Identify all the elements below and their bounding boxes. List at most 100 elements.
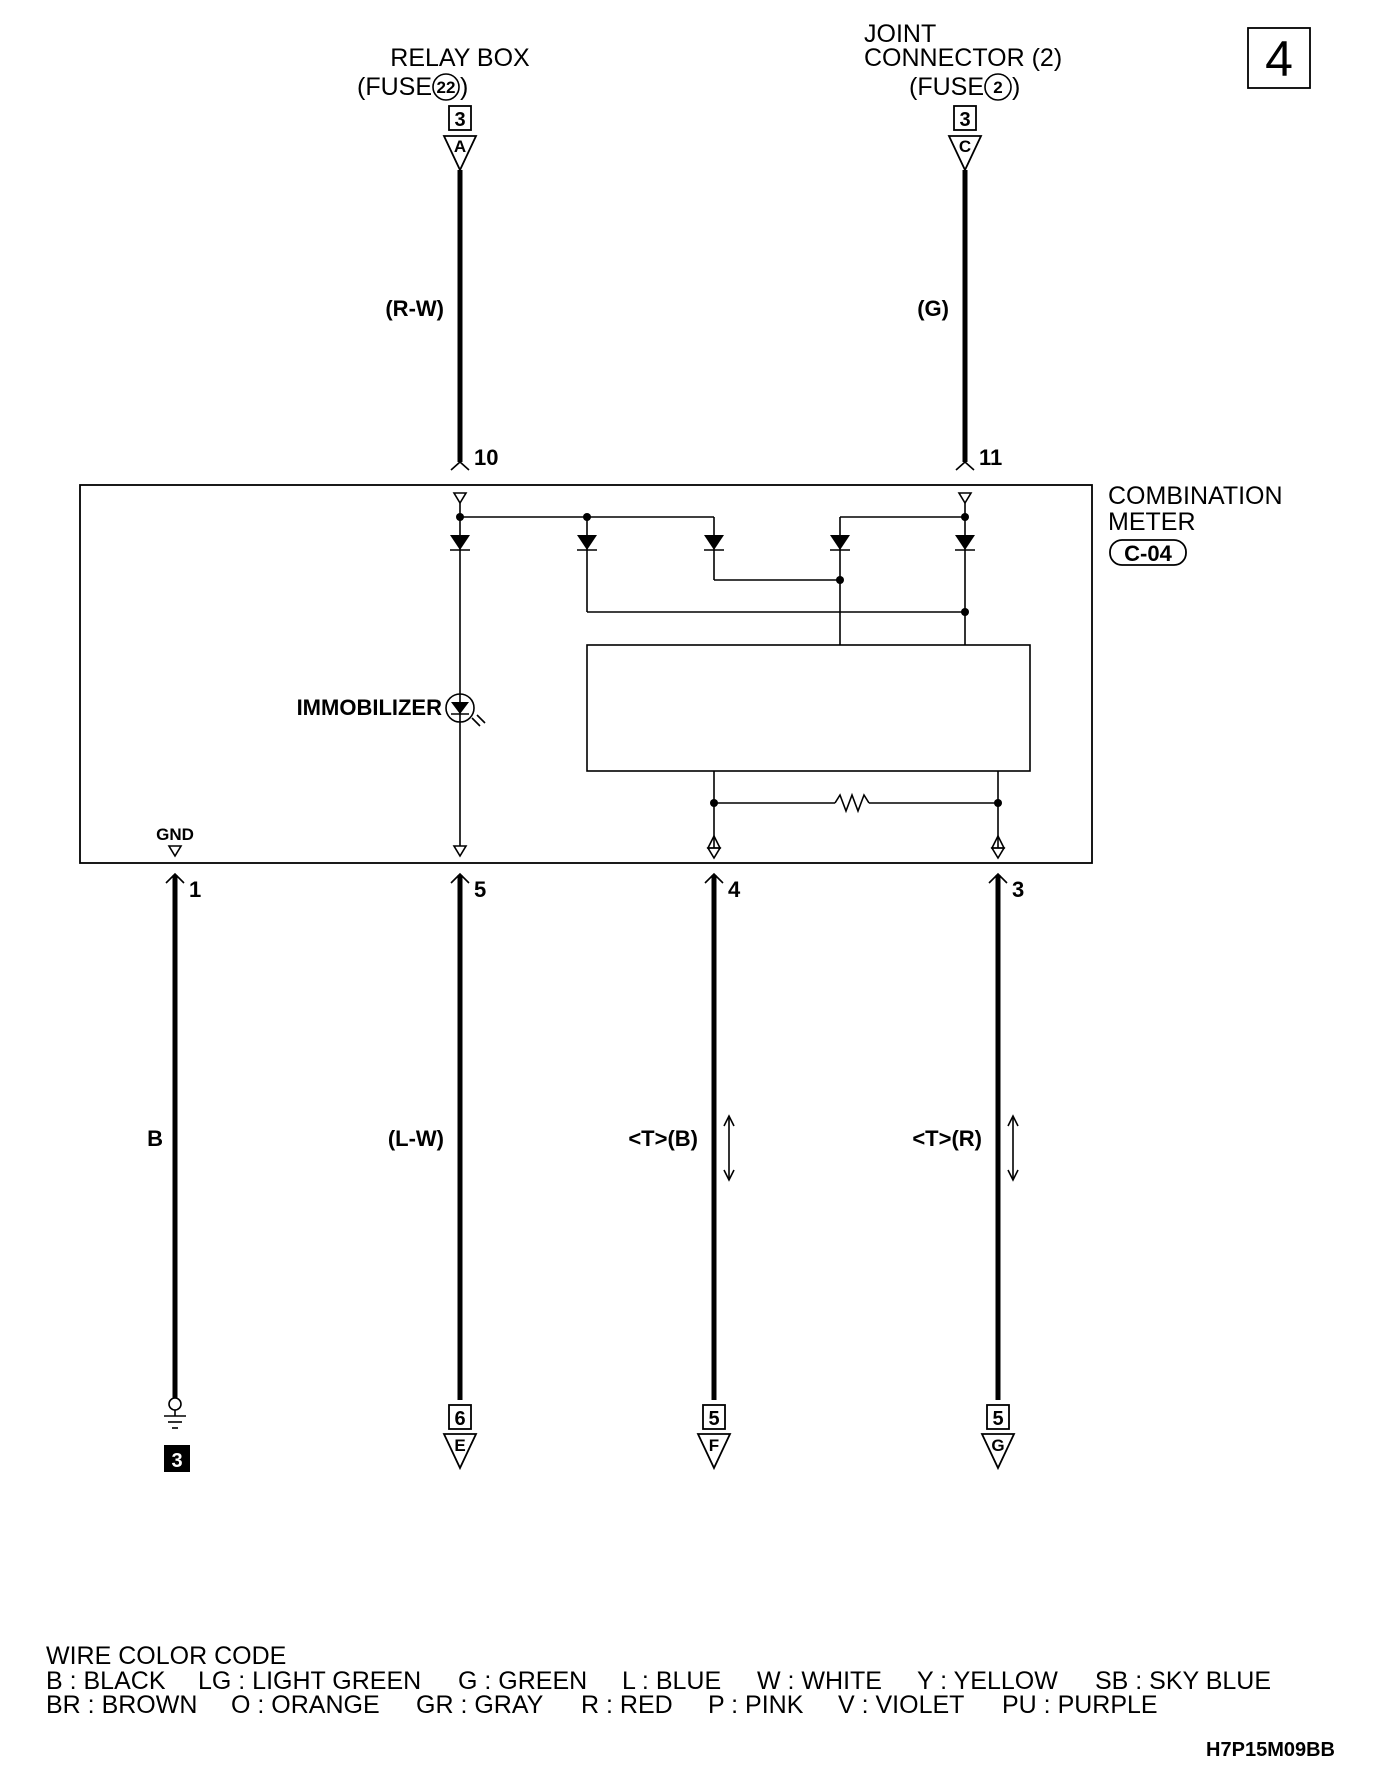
diode-icon: [955, 535, 975, 551]
wire-color-t-b: <T>(B): [628, 1126, 698, 1151]
resistor-icon: [834, 792, 870, 814]
diode-icon: [830, 535, 850, 551]
connector-id: C-04: [1124, 541, 1172, 566]
pin-3-page-ref: 5: [992, 1408, 1003, 1430]
pin-terminal-icon: [704, 872, 724, 884]
joint-connector-title-2: CONNECTOR (2): [864, 44, 1062, 72]
pin-11-label: 11: [979, 445, 1002, 470]
fuse-number-circle: [984, 73, 1012, 101]
junction-dot: [961, 513, 969, 521]
pin-terminal-icon: [450, 872, 470, 884]
connection-arrow-icon: [442, 135, 478, 173]
joint-connector-connection-letter: C: [959, 137, 971, 156]
pin-4-connection-letter: F: [709, 1436, 719, 1455]
wire-color-g: (G): [917, 296, 949, 321]
connector-badge: [1109, 539, 1187, 566]
pin-4-page-ref: 5: [708, 1408, 719, 1430]
page-ref-box: [702, 1404, 726, 1430]
immobilizer-label: IMMOBILIZER: [297, 695, 443, 720]
meter-circuit-block: [586, 644, 1031, 772]
page-number-box: [1247, 27, 1311, 89]
internal-terminal-icon: [957, 492, 973, 505]
diode-icon: [577, 535, 597, 551]
page-ref-box: [448, 105, 472, 131]
light-emission-icon: [471, 714, 486, 727]
diode-icon: [704, 535, 724, 551]
relay-box-fuse-prefix: (FUSE: [357, 73, 432, 101]
ground-icon: [164, 1397, 186, 1429]
junction-dot: [456, 513, 464, 521]
legend-item: BR : BROWN: [46, 1691, 197, 1719]
legend-item: L : BLUE: [622, 1667, 721, 1695]
legend-item: V : VIOLET: [838, 1691, 964, 1719]
relay-box-connection-letter: A: [454, 137, 466, 156]
legend-item: B : BLACK: [46, 1667, 166, 1695]
joint-connector-fuse-suffix: ): [1012, 73, 1020, 101]
legend-item: GR : GRAY: [416, 1691, 544, 1719]
wire-color-b: B: [147, 1126, 163, 1151]
legend-item: R : RED: [581, 1691, 673, 1719]
relay-box-title: RELAY BOX: [390, 44, 530, 72]
junction-dot: [710, 799, 718, 807]
relay-box-fuse-suffix: ): [460, 73, 468, 101]
pin-4-label: 4: [728, 877, 741, 902]
wire-color-t-r: <T>(R): [912, 1126, 982, 1151]
connection-arrow-icon: [696, 1433, 732, 1471]
fuse-number-circle: [432, 73, 460, 101]
junction-dot: [994, 799, 1002, 807]
internal-terminal-icon: [452, 492, 468, 505]
connection-arrow-icon: [980, 1433, 1016, 1471]
internal-terminal-icon: [706, 847, 722, 860]
joint-connector-page-ref: 3: [959, 109, 970, 131]
legend-item: LG : LIGHT GREEN: [198, 1667, 421, 1695]
pin-terminal-icon: [450, 460, 470, 471]
internal-terminal-icon: [990, 847, 1006, 860]
relay-box-page-ref: 3: [454, 109, 465, 131]
pin-terminal-icon: [165, 872, 185, 884]
connection-arrow-icon: [442, 1433, 478, 1471]
page-ref-box: [986, 1404, 1010, 1430]
pin-5-page-ref: 6: [454, 1408, 465, 1430]
joint-connector: JOINT CONNECTOR (2) (FUSE 2 ) 3 C: [864, 20, 1062, 173]
legend-title: WIRE COLOR CODE: [46, 1642, 286, 1670]
pin-terminal-icon: [955, 460, 975, 471]
component-name-2: METER: [1108, 508, 1196, 536]
legend-item: O : ORANGE: [231, 1691, 380, 1719]
internal-terminal-icon: [167, 845, 183, 858]
legend-item: PU : PURPLE: [1002, 1691, 1158, 1719]
pin-3-label: 3: [1012, 877, 1024, 902]
joint-connector-fuse-number: 2: [993, 78, 1002, 97]
pin-5-label: 5: [474, 877, 486, 902]
pin-10-label: 10: [474, 445, 498, 470]
ground-ref-box: [164, 1445, 190, 1472]
wire-color-l-w: (L-W): [388, 1126, 444, 1151]
pin-1-label: 1: [189, 877, 201, 902]
page-ref-box: [953, 105, 977, 131]
pin-terminal-icon: [988, 872, 1008, 884]
page-number: 4: [1265, 31, 1293, 87]
joint-connector-fuse-prefix: (FUSE: [909, 73, 984, 101]
wire-color-r-w: (R-W): [385, 296, 444, 321]
legend-item: G : GREEN: [458, 1667, 587, 1695]
led-diode-icon: [451, 702, 469, 714]
relay-box-connector: RELAY BOX (FUSE 22 ) 3 A: [357, 44, 530, 173]
combination-meter-outline: [79, 484, 1093, 864]
component-name-1: COMBINATION: [1108, 482, 1283, 510]
signal-direction-icon: [723, 1114, 735, 1182]
pin-3-connection-letter: G: [991, 1436, 1004, 1455]
diagram-code: H7P15M09BB: [1206, 1739, 1335, 1761]
pin-5-connection-letter: E: [454, 1436, 465, 1455]
immobilizer-lamp-icon: [445, 693, 475, 723]
legend-item: P : PINK: [708, 1691, 804, 1719]
diode-icon: [450, 535, 470, 551]
junction-dot: [836, 576, 844, 584]
legend-item: SB : SKY BLUE: [1095, 1667, 1271, 1695]
legend-item: W : WHITE: [757, 1667, 882, 1695]
joint-connector-title-1: JOINT: [864, 20, 936, 48]
internal-terminal-icon: [452, 845, 468, 858]
signal-direction-icon: [1007, 1114, 1019, 1182]
relay-box-fuse-number: 22: [437, 78, 456, 97]
wire-color-legend: WIRE COLOR CODE B : BLACK LG : LIGHT GRE…: [46, 1642, 1271, 1719]
connection-arrow-icon: [947, 135, 983, 173]
